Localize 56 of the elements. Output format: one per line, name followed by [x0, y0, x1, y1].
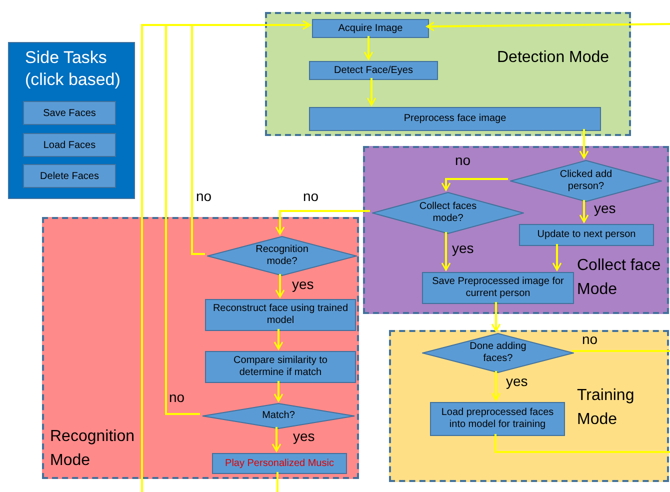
process-box: Play Personalized Music	[212, 453, 347, 474]
panel-title: Collect face Mode	[577, 256, 662, 300]
arrow	[141, 20, 311, 492]
process-box: Acquire Image	[312, 19, 429, 38]
task-box: Save Faces	[23, 101, 116, 125]
arrow	[274, 381, 284, 402]
arrow	[491, 371, 501, 401]
edge-label: no	[196, 188, 212, 204]
arrow	[275, 210, 370, 235]
arrow	[579, 129, 589, 159]
panel-title: Detection Mode	[497, 48, 610, 68]
arrow	[552, 244, 562, 271]
edge-label: no	[455, 152, 471, 168]
task-box: Delete Faces	[23, 164, 116, 188]
panel-title: Side Tasks (click based)	[25, 47, 122, 91]
edge-label: yes	[594, 200, 616, 216]
edge-label: no	[303, 188, 319, 204]
arrow	[491, 302, 501, 332]
arrow	[274, 329, 284, 350]
mode-panel	[363, 146, 669, 314]
process-box: Detect Face/Eyes	[309, 61, 438, 80]
process-box: Reconstruct face using trained model	[205, 299, 356, 331]
mode-panel	[265, 12, 631, 136]
diamond-label: Collect faces mode?	[418, 201, 478, 225]
edge-label: yes	[292, 276, 314, 292]
edge-label: yes	[293, 428, 315, 444]
process-box: Save Preprocessed image for current person	[422, 272, 574, 304]
edge-label: no	[582, 331, 598, 347]
process-box: Update to next person	[519, 224, 654, 246]
process-box: Compare similarity to determine if match	[205, 351, 356, 383]
arrow	[426, 22, 670, 32]
arrow	[441, 232, 451, 271]
side-panel	[8, 42, 135, 199]
panel-title: Recognition Mode	[50, 427, 136, 471]
arrow	[579, 200, 589, 223]
process-box: Preprocess face image	[309, 107, 601, 131]
diamond-label: Match?	[261, 410, 296, 422]
task-box: Load Faces	[23, 133, 116, 157]
mode-panel	[389, 330, 669, 482]
arrow	[441, 178, 508, 191]
edge-label: yes	[452, 240, 474, 256]
connector-line	[494, 434, 670, 453]
diamond-label: Recognition mode?	[254, 244, 310, 268]
edge-label: no	[169, 389, 185, 405]
connector-line	[572, 350, 670, 352]
panel-title: Training Mode	[577, 386, 636, 430]
connector-line	[276, 472, 278, 492]
diamond-label: Clicked add person?	[558, 169, 614, 193]
edge-label: yes	[506, 373, 528, 389]
arrow	[275, 274, 285, 298]
arrow	[364, 36, 374, 60]
process-box: Load preprocessed faces into model for training	[430, 402, 565, 436]
diamond-label: Done adding faces?	[468, 341, 528, 365]
arrow	[272, 427, 282, 452]
mode-panel	[42, 217, 359, 479]
arrow	[366, 78, 376, 106]
